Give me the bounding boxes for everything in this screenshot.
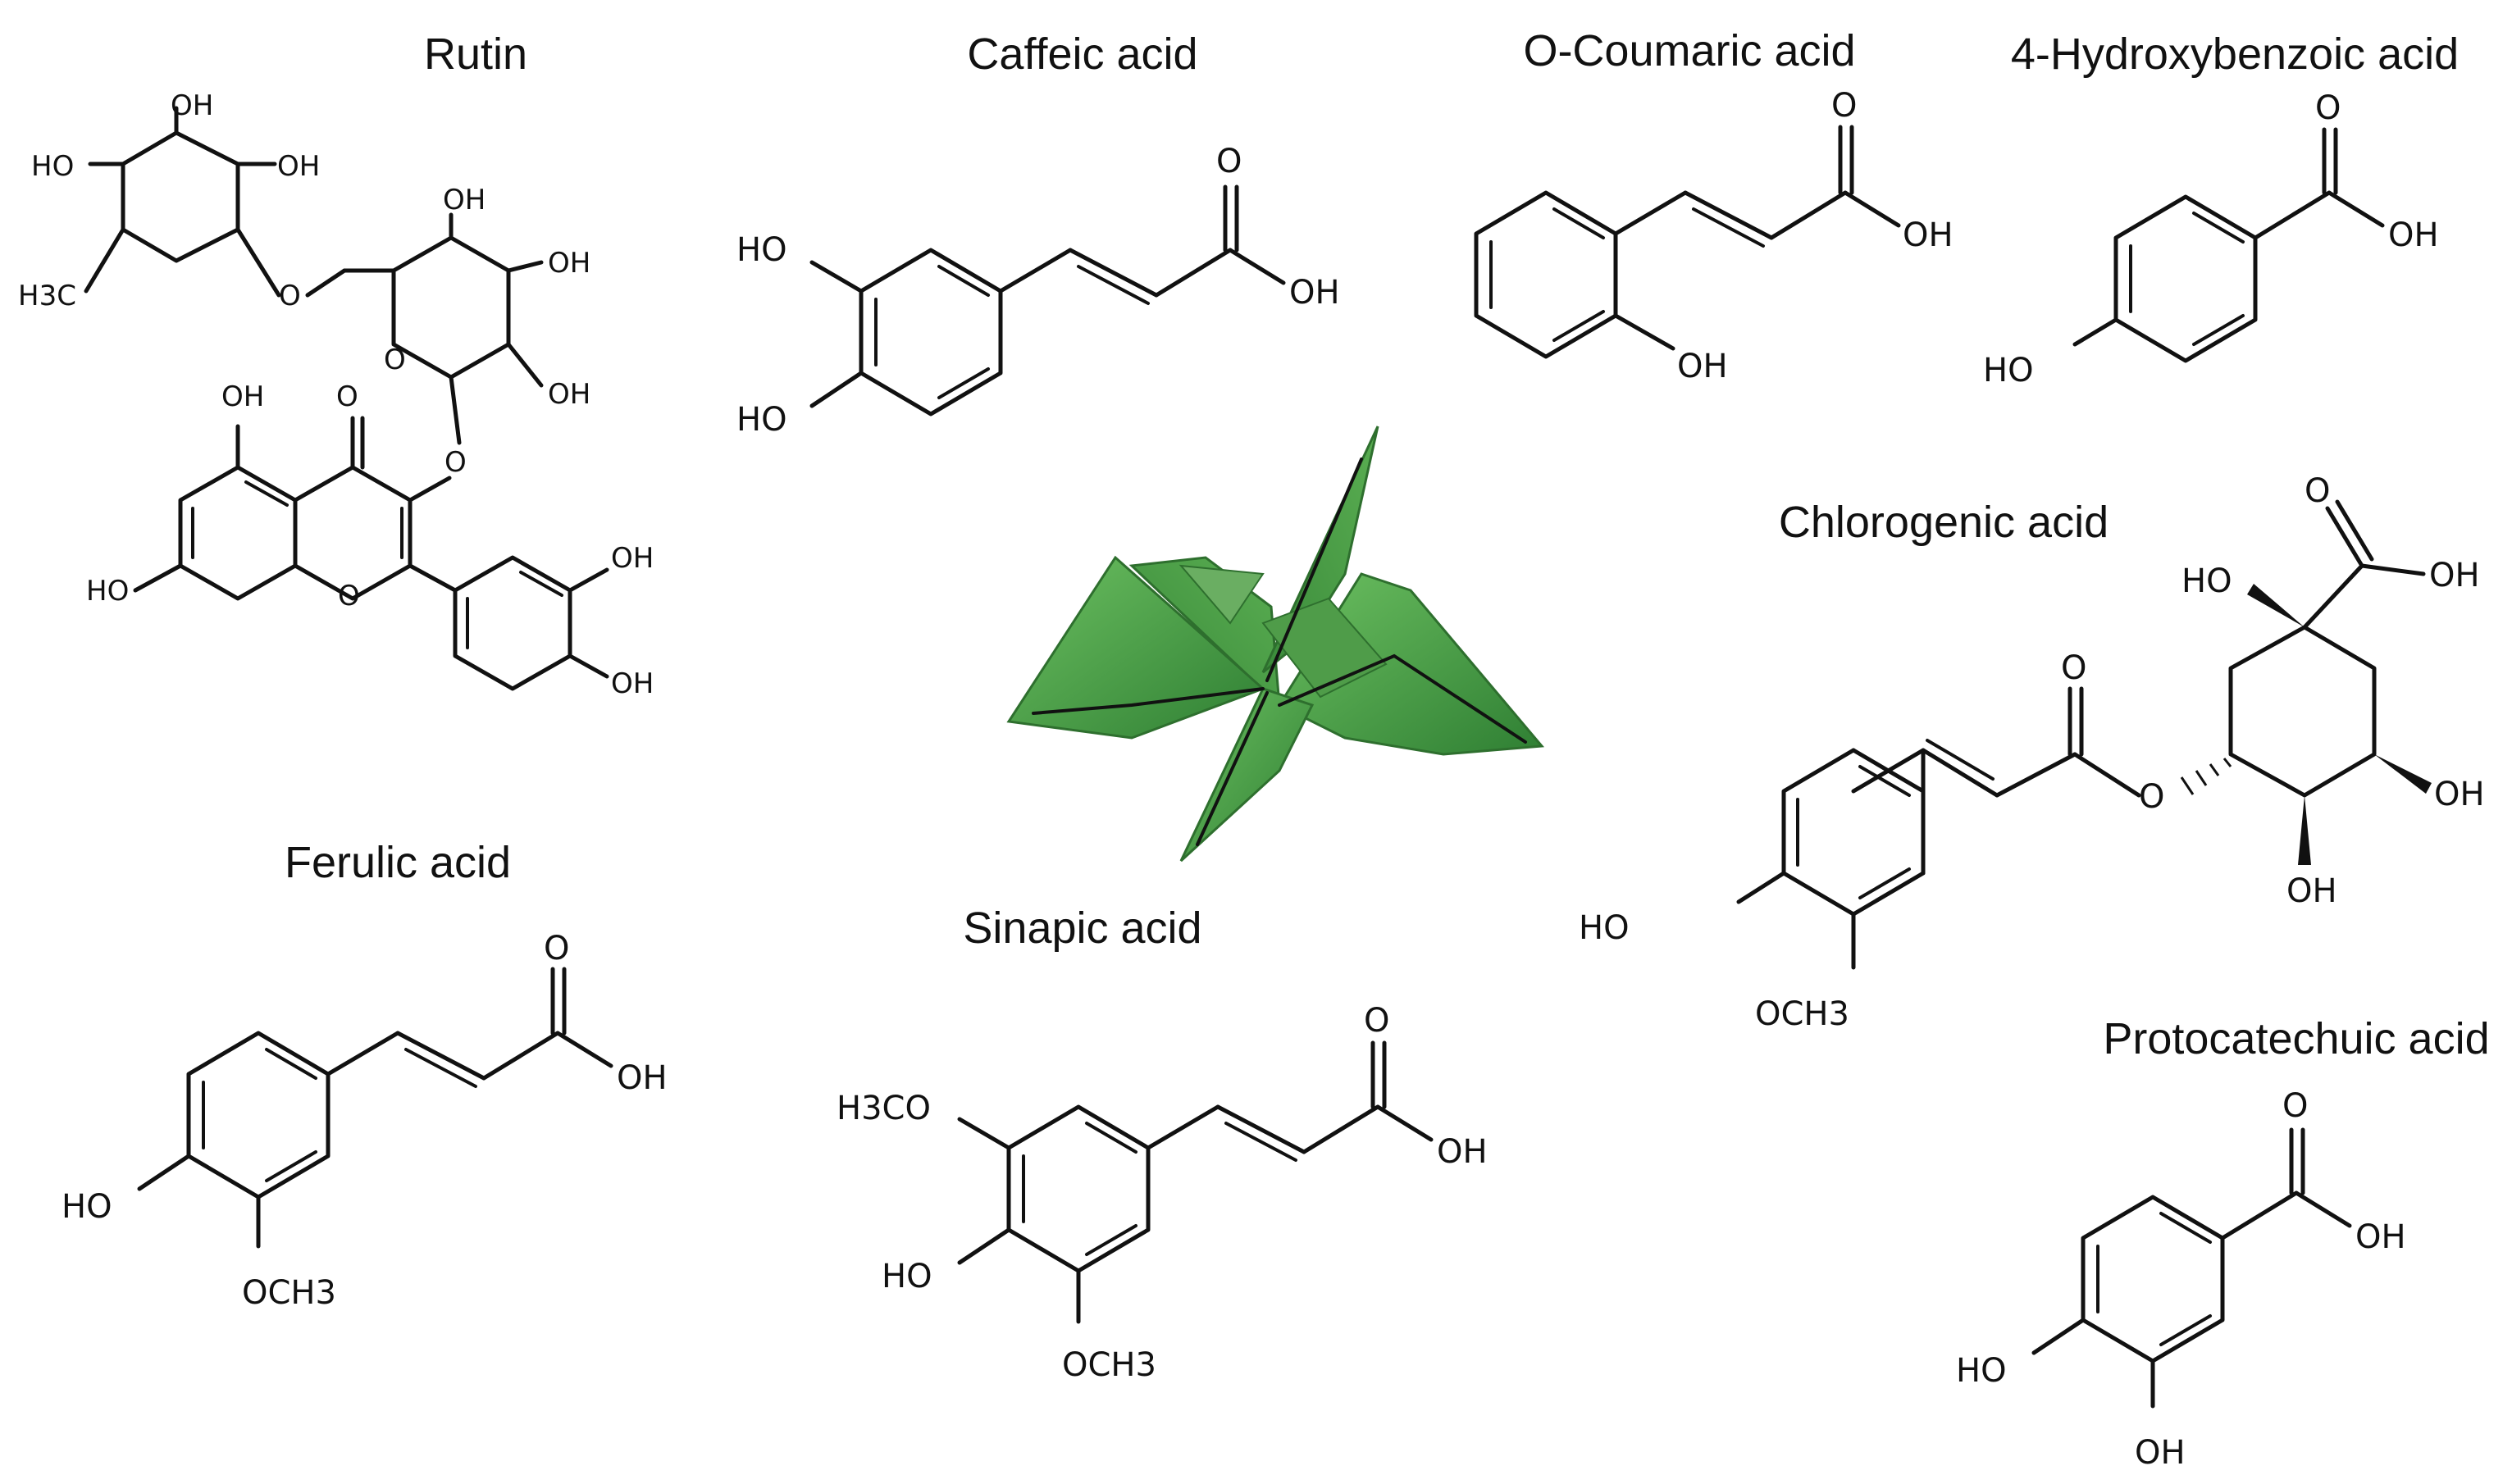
compound-title: Ferulic acid — [285, 838, 511, 887]
atom-label: OH — [2286, 872, 2337, 910]
atom-label: OH — [2135, 1434, 2186, 1472]
compound-title: Caffeic acid — [967, 30, 1197, 79]
atom-label: O — [338, 580, 360, 612]
atom-label: O — [1831, 87, 1857, 125]
atom-label: HO — [1956, 1352, 2007, 1390]
atom-label: O — [1364, 1002, 1389, 1040]
atom-label: HO — [31, 150, 74, 183]
atom-label: HO — [1983, 352, 2034, 389]
atom-label: O — [2282, 1087, 2308, 1125]
atom-label: OH — [2388, 216, 2439, 254]
sinapic-acid-structure: Sinapic acid H3CO HO OCH3 O OH — [837, 904, 1488, 1384]
atom-label: HO — [882, 1258, 932, 1295]
atom-label: OH — [221, 380, 264, 413]
nettle-leaves-icon — [1006, 426, 1545, 863]
hydroxybenzoic-acid-structure: 4-Hydroxybenzoic acid HO O OH — [1983, 30, 2459, 389]
atom-label: OH — [277, 150, 320, 183]
ferulic-acid-structure: Ferulic acid HO OCH3 O OH — [62, 838, 668, 1312]
atom-label: O — [544, 930, 569, 967]
atom-label: HO — [62, 1188, 112, 1226]
atom-label: OH — [1903, 216, 1954, 254]
atom-label: OH — [1677, 348, 1728, 385]
o-coumaric-acid-structure: O-Coumaric acid OH O OH — [1474, 26, 1954, 385]
atom-label: OH — [1289, 274, 1340, 312]
caffeic-acid-structure: Caffeic acid HO HO O OH — [736, 30, 1340, 439]
atom-label: OCH3 — [1062, 1346, 1156, 1384]
atom-label: OH — [443, 184, 486, 216]
atom-label: OCH3 — [242, 1274, 336, 1312]
compound-title: Protocatechuic acid — [2103, 1014, 2489, 1063]
atom-label: O — [2305, 472, 2330, 510]
atom-label: H3C — [18, 280, 76, 312]
atom-label: O — [2061, 649, 2086, 687]
atom-label: OH — [171, 89, 213, 122]
compound-title: 4-Hydroxybenzoic acid — [2011, 30, 2459, 79]
atom-label: OH — [2429, 557, 2480, 594]
atom-label: OH — [2434, 776, 2485, 813]
atom-label: OH — [2355, 1218, 2406, 1256]
atom-label: HO — [736, 231, 787, 269]
atom-label: OCH3 — [1755, 995, 1849, 1033]
compound-title: Chlorogenic acid — [1779, 498, 2109, 547]
atom-label: OH — [548, 378, 590, 411]
compound-title: O-Coumaric acid — [1523, 26, 1855, 75]
atom-label: OH — [611, 542, 654, 575]
protocatechuic-acid-structure: Protocatechuic acid HO OH O OH — [1956, 1014, 2490, 1472]
compound-title: Rutin — [424, 30, 527, 79]
atom-label: HO — [1579, 909, 1630, 947]
chlorogenic-acid-structure: Chlorogenic acid O OH HO OH OH O O — [1579, 472, 2485, 1033]
atom-label: OH — [617, 1059, 668, 1097]
atom-label: HO — [736, 401, 787, 439]
atom-label: OH — [1437, 1133, 1488, 1171]
atom-label: HO — [2181, 562, 2232, 600]
rutin-structure: Rutin OH HO OH H3C O OH OH OH O O O — [18, 30, 654, 700]
atom-label: HO — [86, 575, 129, 608]
atom-label: O — [336, 380, 358, 413]
atom-label: O — [2315, 89, 2341, 127]
atom-label: O — [279, 280, 301, 312]
atom-label: H3CO — [837, 1090, 931, 1127]
compound-title: Sinapic acid — [963, 904, 1201, 953]
atom-label: O — [384, 344, 406, 376]
atom-label: O — [445, 446, 467, 479]
atom-label: O — [1216, 143, 1242, 180]
atom-label: OH — [611, 667, 654, 700]
atom-label: OH — [548, 247, 590, 280]
atom-label: O — [2139, 778, 2164, 816]
